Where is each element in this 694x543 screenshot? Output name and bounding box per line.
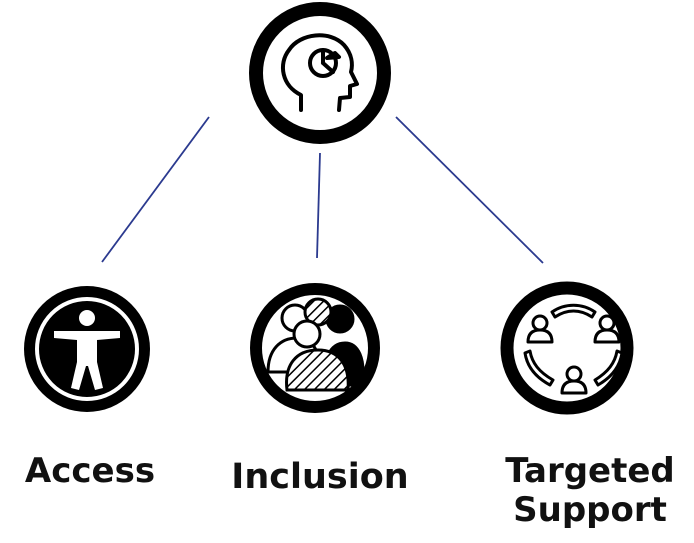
connector-to-inclusion [316,152,321,259]
targeted-support-label: Targeted Support [485,451,694,531]
connector-to-targeted-support [395,116,544,264]
inclusion-node [250,283,380,413]
diverse-group-icon [266,297,365,392]
targeted-support-label-line2: Support [513,490,667,531]
head-with-pie-chart-icon [280,33,359,112]
connected-people-cycle-icon [523,303,624,395]
root-ring [249,2,391,144]
access-label: Access [24,451,156,491]
root-node [249,2,391,144]
targeted-support-node [500,281,634,415]
access-node [24,286,150,412]
connectors [101,116,544,264]
inclusion-label: Inclusion [231,457,409,497]
accessibility-person-icon [54,310,120,390]
targeted-support-label-line1: Targeted [505,451,675,491]
connector-to-access [101,116,210,263]
